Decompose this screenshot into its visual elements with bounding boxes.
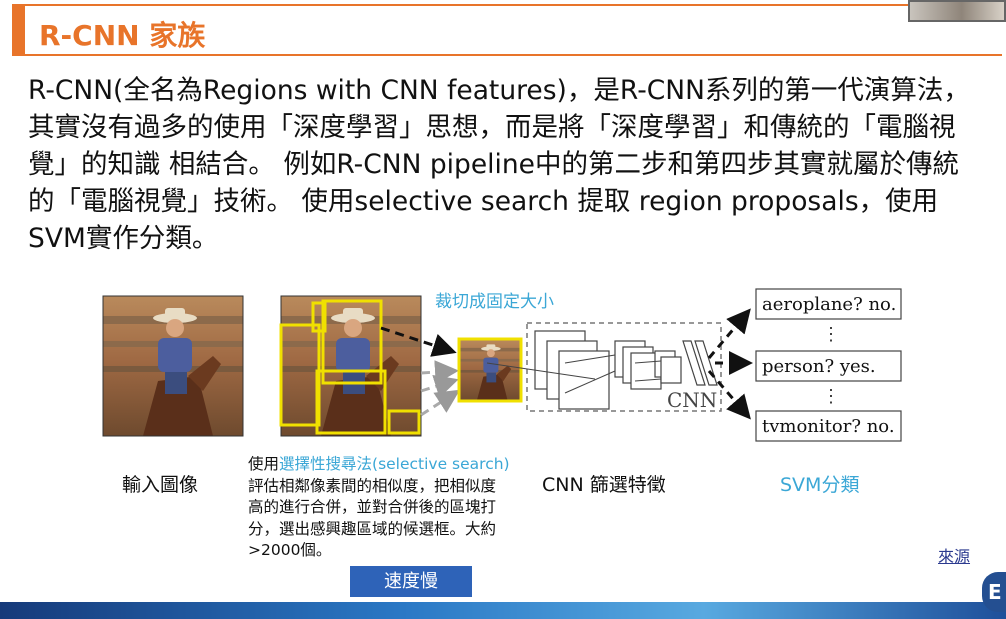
input-image xyxy=(102,295,244,437)
svg-text:person? yes.: person? yes. xyxy=(762,356,876,377)
crop-label: 裁切成固定大小 xyxy=(435,292,554,312)
webcam-thumbnail[interactable] xyxy=(908,0,1006,22)
svm-result-tvmonitor: tvmonitor? no. xyxy=(755,410,902,442)
cnn-label: CNN xyxy=(667,388,717,412)
slide-nav-button[interactable]: E xyxy=(982,572,1006,612)
slow-speed-badge: 速度慢 xyxy=(350,566,472,597)
rcnn-pipeline-diagram: 裁切成固定大小 CNN xyxy=(102,288,902,442)
slide-paragraph: R-CNN(全名為Regions with CNN features)，是R-C… xyxy=(28,75,970,254)
svm-result-person: person? yes. xyxy=(755,350,902,382)
caption-input-image: 輸入圖像 xyxy=(122,474,199,496)
ellipsis-dots: ⋮ xyxy=(822,324,840,345)
svm-result-aeroplane: aeroplane? no. xyxy=(755,288,902,320)
bottom-decorative-bar xyxy=(0,602,1006,619)
ellipsis-dots: ⋮ xyxy=(822,386,840,407)
slide-title: R-CNN 家族 xyxy=(39,19,206,52)
caption-cnn: CNN 篩選特徵 xyxy=(542,474,666,496)
caption-search-prefix: 使用 xyxy=(248,455,280,473)
slide-title-bar: R-CNN 家族 xyxy=(12,4,1002,56)
caption-search-rest: 評估相鄰像素間的相似度，把相似度高的進行合併，並對合併後的區塊打分，選出感興趣區… xyxy=(248,476,497,560)
caption-selective-search: 使用選擇性搜尋法(selective search) 評估相鄰像素間的相似度，把相… xyxy=(248,454,510,562)
caption-svm: SVM分類 xyxy=(780,474,860,496)
svg-text:tvmonitor? no.: tvmonitor? no. xyxy=(762,416,895,437)
region-proposals-image xyxy=(279,295,422,437)
source-link[interactable]: 來源 xyxy=(938,547,971,566)
cropped-region xyxy=(457,337,523,403)
caption-search-highlight: 選擇性搜尋法(selective search) xyxy=(279,455,510,473)
svg-text:aeroplane? no.: aeroplane? no. xyxy=(762,294,896,315)
cnn-block: CNN xyxy=(486,322,722,412)
